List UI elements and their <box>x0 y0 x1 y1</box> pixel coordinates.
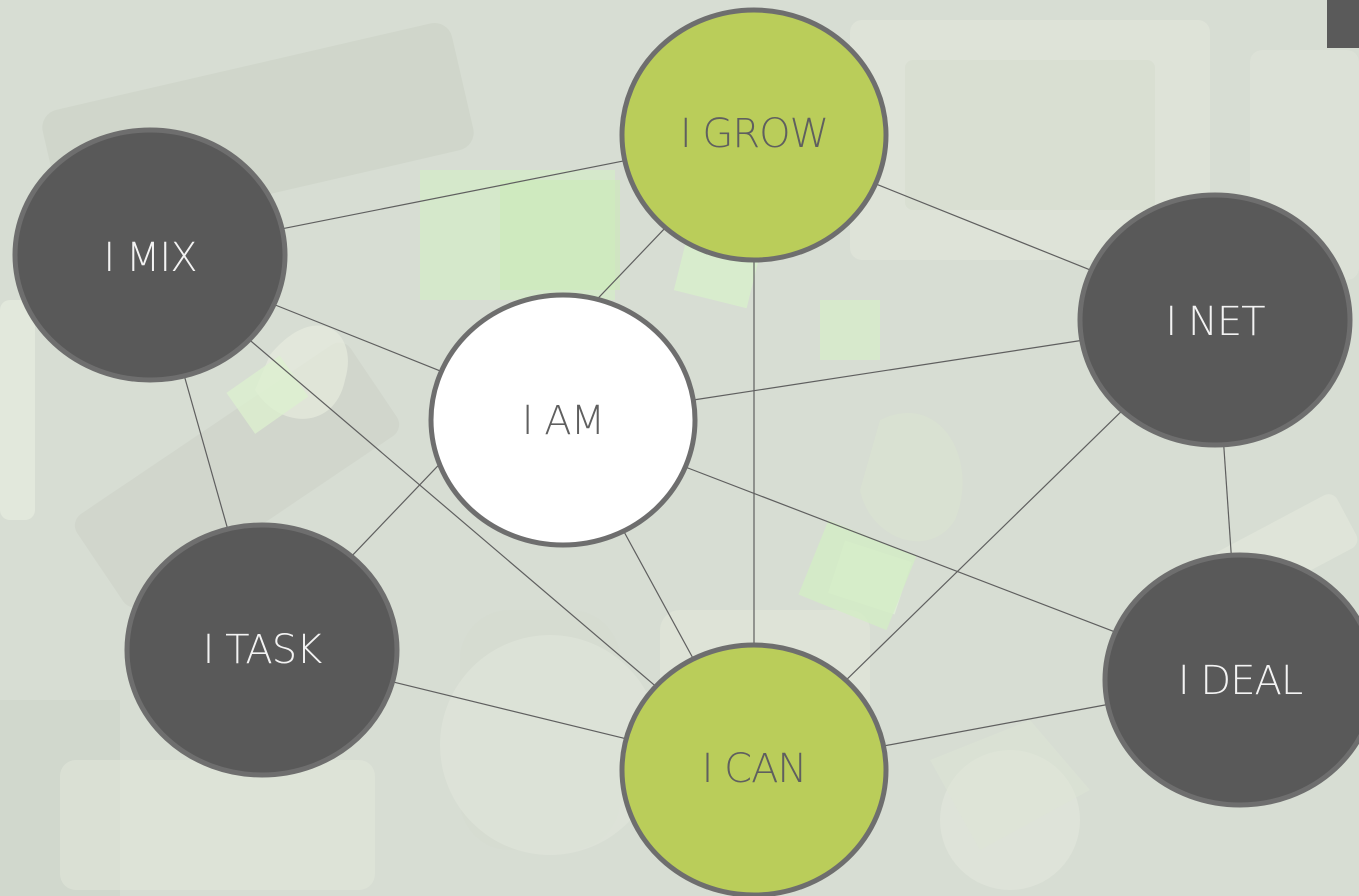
node-grow: I GROW <box>619 7 889 263</box>
connection-line-can-deal <box>883 703 1108 747</box>
connection-line-net-can <box>845 410 1123 681</box>
diagram-nodes: I GROW I MIX I NET I AM I TASK I CAN I DEAL <box>12 7 1359 896</box>
connection-line-mix-am <box>273 303 442 372</box>
node-mix-circle <box>12 127 288 383</box>
node-task-label: I TASK <box>203 627 323 673</box>
node-deal-label: I DEAL <box>1178 658 1303 704</box>
node-net-circle <box>1077 192 1353 448</box>
node-grow-label: I GROW <box>680 111 828 157</box>
node-task-circle <box>124 522 400 778</box>
connection-line-mix-can <box>248 339 657 687</box>
connection-line-am-can <box>623 530 694 660</box>
node-deal: I DEAL <box>1102 552 1359 808</box>
node-can-label: I CAN <box>702 746 807 792</box>
connection-line-am-deal <box>685 466 1116 633</box>
connection-line-mix-grow <box>281 160 625 230</box>
node-mix-label: I MIX <box>103 235 196 281</box>
node-task: I TASK <box>124 522 400 778</box>
node-am-circle <box>428 292 698 548</box>
connection-lines <box>183 160 1232 747</box>
connection-line-mix-task <box>183 375 229 530</box>
connection-line-am-net <box>693 339 1082 401</box>
connection-line-net-deal <box>1223 444 1232 556</box>
corner-tab <box>1327 0 1359 48</box>
node-am-label: I AM <box>522 398 604 444</box>
node-am: I AM <box>428 292 698 548</box>
node-can-circle <box>619 642 889 896</box>
connection-line-grow-net <box>875 183 1092 271</box>
node-deal-circle <box>1102 552 1359 808</box>
node-can: I CAN <box>619 642 889 896</box>
node-mix: I MIX <box>12 127 288 383</box>
node-net: I NET <box>1077 192 1353 448</box>
node-grow-circle <box>619 7 889 263</box>
connection-line-task-can <box>392 681 627 740</box>
node-net-label: I NET <box>1165 299 1265 345</box>
